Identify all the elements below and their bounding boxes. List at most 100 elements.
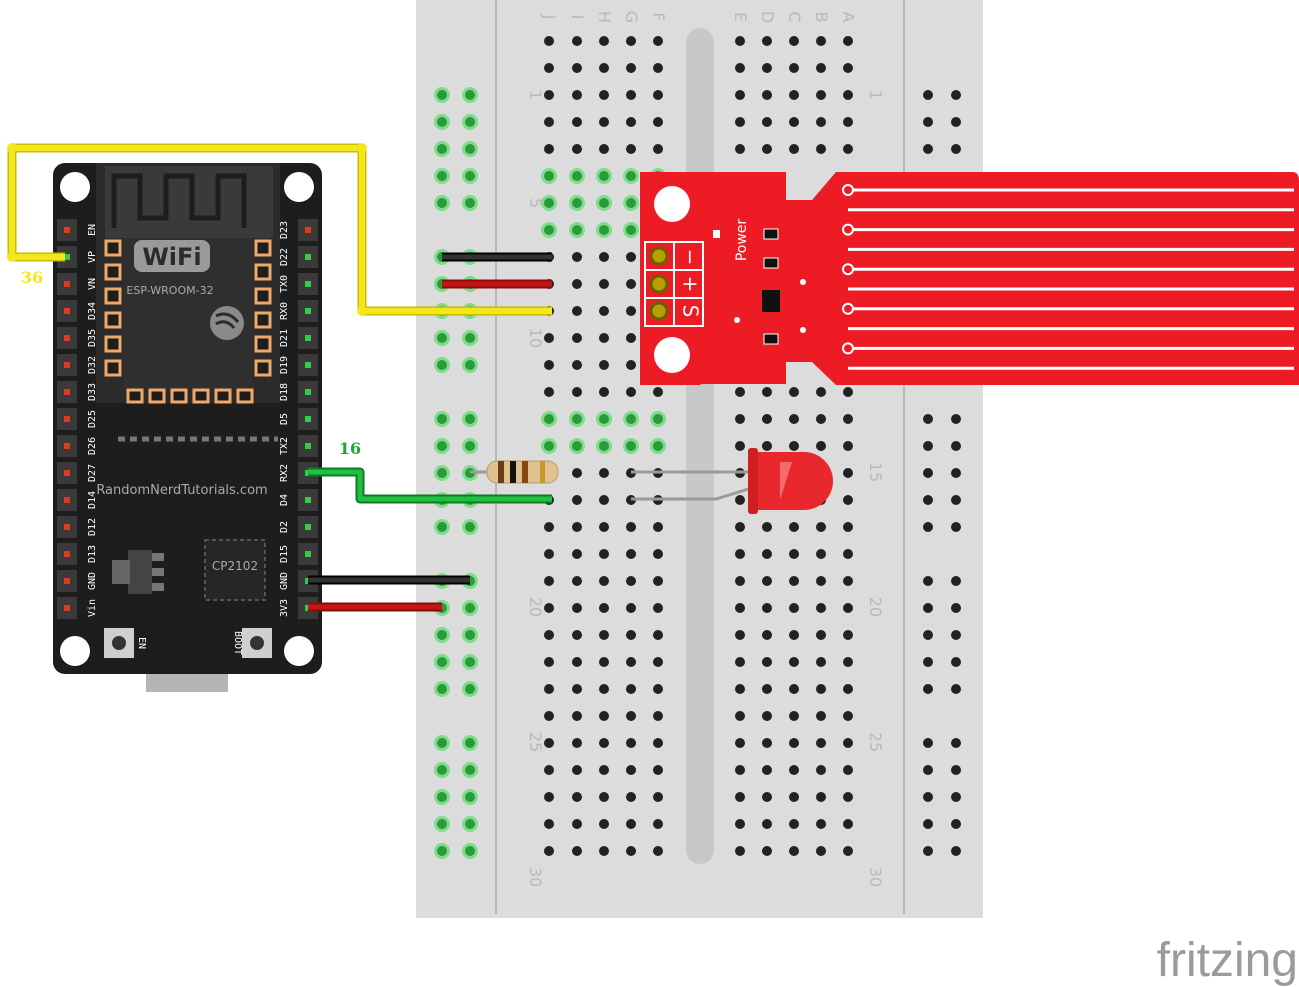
rail-hole (465, 90, 475, 100)
breadboard-hole (572, 387, 582, 397)
breadboard-hole (843, 711, 853, 721)
sensor-pin-minus[interactable] (649, 246, 669, 266)
header-pin-left-contact (64, 254, 70, 260)
rail-hole (437, 198, 447, 208)
breadboard-hole (626, 603, 636, 613)
breadboard-hole (626, 387, 636, 397)
rail-hole (465, 522, 475, 532)
led-lead-cathode (631, 484, 759, 501)
breadboard-hole (626, 333, 636, 343)
breadboard-hole (599, 333, 609, 343)
rail-hole (951, 630, 961, 640)
breadboard-hole (843, 414, 853, 424)
rail-hole (923, 684, 933, 694)
breadboard-hole (572, 144, 582, 154)
module-pad-right (254, 359, 272, 377)
breadboard-hole (735, 792, 745, 802)
breadboard-hole (599, 360, 609, 370)
breadboard-hole (816, 63, 826, 73)
rail-hole (465, 738, 475, 748)
breadboard-hole (599, 630, 609, 640)
green-wire[interactable] (308, 469, 552, 502)
breadboard-hole (572, 171, 582, 181)
rail-hole (923, 738, 933, 748)
sensor-pin-signal[interactable] (649, 301, 669, 321)
pin-label-right: 3V3 (279, 599, 290, 617)
rail-hole (951, 468, 961, 478)
breadboard-hole (735, 522, 745, 532)
header-pin-right-contact (305, 443, 311, 449)
pin-label-right: D2 (279, 521, 290, 533)
regulator-pin-3 (152, 583, 164, 591)
rail-hole (923, 657, 933, 667)
breadboard-hole (626, 90, 636, 100)
yellow-wire-bend-3 (7, 252, 17, 262)
breadboard-hole (762, 630, 772, 640)
sensor-smd-2 (763, 257, 779, 269)
breadboard-hole (626, 819, 636, 829)
pin-label-left: VN (87, 278, 98, 290)
sensor-trace-pad (842, 263, 854, 276)
sensor-trace-pad (842, 342, 854, 355)
breadboard-hole (599, 657, 609, 667)
breadboard-hole (626, 252, 636, 262)
pin-label-right: D21 (279, 329, 290, 347)
breadboard-hole (816, 657, 826, 667)
breadboard-hole (762, 36, 772, 46)
pin-label-left: D25 (87, 410, 98, 428)
breadboard-hole (572, 198, 582, 208)
pin-label-right: RX0 (279, 302, 290, 320)
rail-hole (437, 765, 447, 775)
header-pin-left-contact (64, 551, 70, 557)
en-button-cap[interactable] (112, 636, 126, 650)
header-pin-left-contact (64, 524, 70, 530)
breadboard-hole (735, 63, 745, 73)
boot-button-cap[interactable] (250, 636, 264, 650)
rail-hole (951, 765, 961, 775)
header-pin-right-contact (305, 254, 311, 260)
breadboard-hole (816, 117, 826, 127)
breadboard-hole (572, 765, 582, 775)
rail-hole (465, 171, 475, 181)
breadboard-hole (789, 117, 799, 127)
rail-hole (437, 522, 447, 532)
rail-hole (951, 684, 961, 694)
breadboard-hole (544, 603, 554, 613)
rail-hole (923, 792, 933, 802)
breadboard-hole (544, 738, 554, 748)
breadboard-hole (762, 711, 772, 721)
rail-hole (465, 441, 475, 451)
breadboard-hole (572, 90, 582, 100)
sensor-body (640, 172, 1299, 385)
breadboard-hole (626, 765, 636, 775)
breadboard-hole (816, 441, 826, 451)
breadboard-hole (843, 738, 853, 748)
column-letter-g: G (622, 11, 641, 23)
breadboard-hole (843, 846, 853, 856)
breadboard-hole (626, 711, 636, 721)
module-pad-left (104, 239, 122, 257)
breadboard-hole (843, 468, 853, 478)
module-pad-right (254, 335, 272, 353)
breadboard-hole (626, 576, 636, 586)
yellow-wire[interactable] (9, 145, 552, 314)
breadboard-hole (653, 549, 663, 559)
module-pad-bottom (170, 388, 188, 404)
breadboard-hole (735, 657, 745, 667)
header-pin-right-contact (305, 308, 311, 314)
breadboard-hole (599, 225, 609, 235)
row-number-20: 20 (526, 597, 545, 617)
rail-hole (465, 333, 475, 343)
sensor-via-3 (800, 327, 806, 333)
row-number-30-right: 30 (866, 867, 885, 887)
breadboard-hole (572, 441, 582, 451)
breadboard-hole (816, 522, 826, 532)
header-pin-right-contact (305, 335, 311, 341)
breadboard-hole (544, 522, 554, 532)
breadboard-hole (789, 657, 799, 667)
pin-label-right: D5 (279, 413, 290, 425)
yellow-wire-label: 36 (21, 268, 43, 287)
breadboard-hole (789, 711, 799, 721)
sensor-pin-plus[interactable] (649, 274, 669, 294)
breadboard-hole (544, 414, 554, 424)
